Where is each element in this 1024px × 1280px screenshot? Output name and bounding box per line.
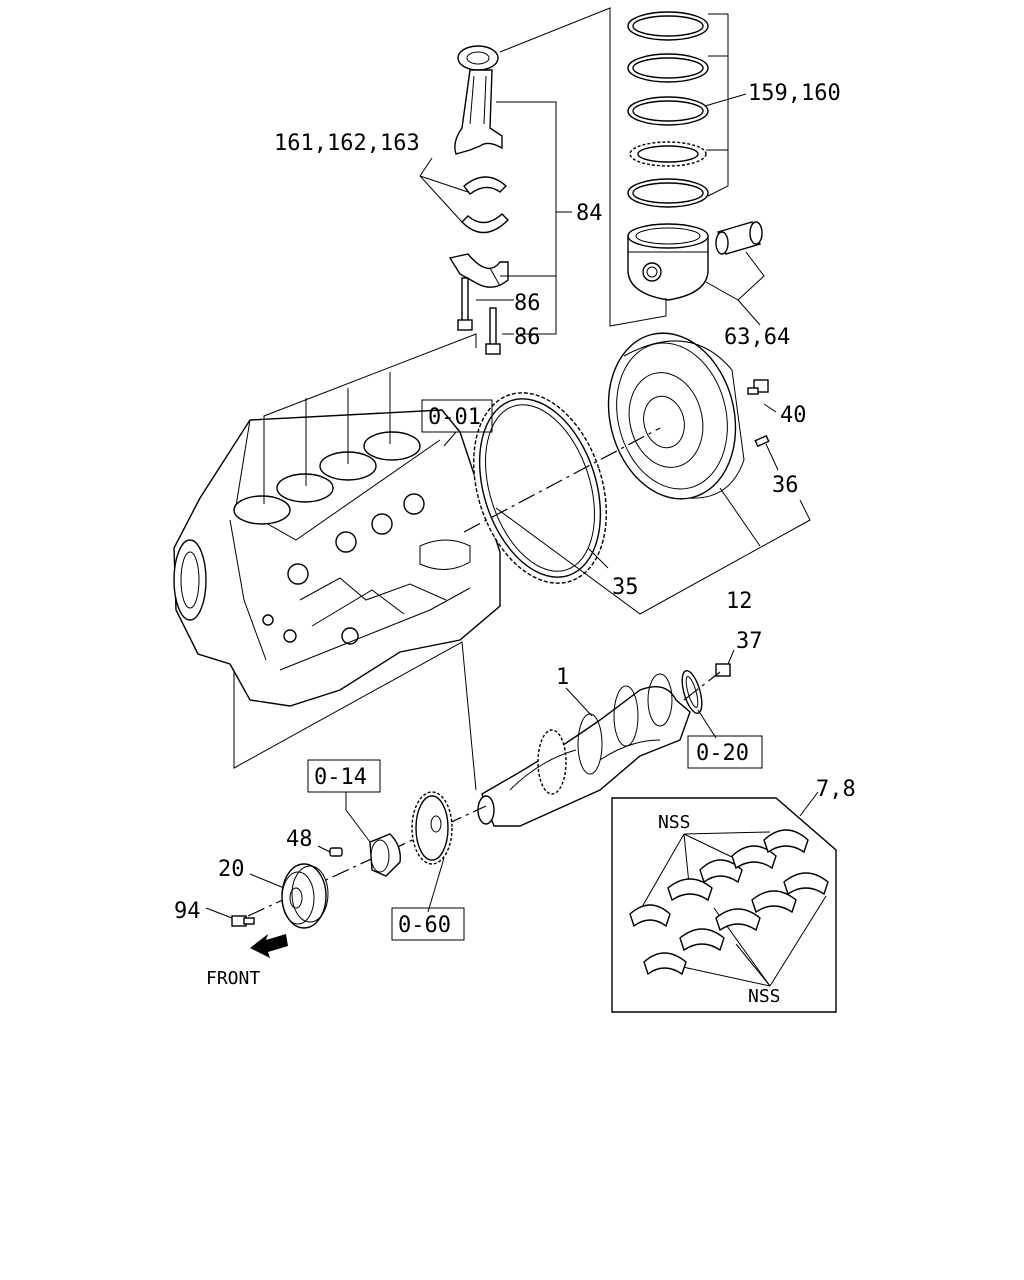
label-crankshaft: 1 [556, 665, 569, 690]
label-block-ref: 0-01 [428, 405, 481, 430]
label-gear-ref: 0-60 [398, 913, 451, 938]
dowel-pin [754, 434, 770, 448]
front-arrow-icon [250, 934, 288, 958]
label-bolt-b: 86 [514, 325, 541, 350]
cylinder-block [173, 409, 501, 707]
label-nss-top: NSS [658, 812, 691, 833]
pulley-bolt [231, 915, 255, 927]
crankshaft-pulley [281, 863, 329, 929]
ref-box-gear [391, 907, 465, 941]
piston [627, 223, 709, 301]
label-ring-gear: 35 [612, 575, 639, 600]
ref-box-block [421, 399, 493, 433]
conrod-cap [448, 253, 509, 288]
flywheel-bolt [747, 379, 769, 395]
ref-box-timing [307, 759, 381, 793]
ref-box-oil-seal [687, 735, 763, 769]
label-piston-pin: 63,64 [724, 325, 790, 350]
label-crank-key: 37 [736, 629, 763, 654]
conrod-bolt-a [457, 277, 473, 331]
conrod-bolt-b [485, 307, 501, 355]
label-rings: 159,160 [748, 81, 841, 106]
label-nss-bottom: NSS [748, 986, 781, 1007]
label-front: FRONT [206, 968, 260, 989]
label-dowel: 36 [772, 473, 799, 498]
label-timing-ref: 0-14 [314, 765, 367, 790]
label-conrod-assy: 84 [576, 201, 603, 226]
piston-pin [715, 221, 763, 255]
label-pulley: 20 [218, 857, 245, 882]
label-woodruff-key: 48 [286, 827, 313, 852]
label-oil-seal-ref: 0-20 [696, 741, 749, 766]
piston-rings [627, 11, 709, 208]
label-flywheel-bolt: 40 [780, 403, 807, 428]
label-pulley-bolt: 94 [174, 899, 201, 924]
conrod-bearing [461, 176, 509, 234]
flywheel [607, 332, 745, 500]
woodruff-key [329, 847, 343, 857]
crankshaft [477, 673, 691, 827]
label-bolt-a: 86 [514, 291, 541, 316]
oil-pump-drive-gear [369, 833, 401, 877]
ring-gear [473, 392, 607, 584]
crank-timing-gear [411, 791, 453, 865]
label-bearings: 7,8 [816, 777, 856, 802]
label-bearing-upper: 161,162,163 [274, 131, 420, 156]
connecting-rod [454, 45, 503, 155]
label-flywheel: 12 [726, 589, 753, 614]
main-bearings-inset [611, 797, 837, 1013]
